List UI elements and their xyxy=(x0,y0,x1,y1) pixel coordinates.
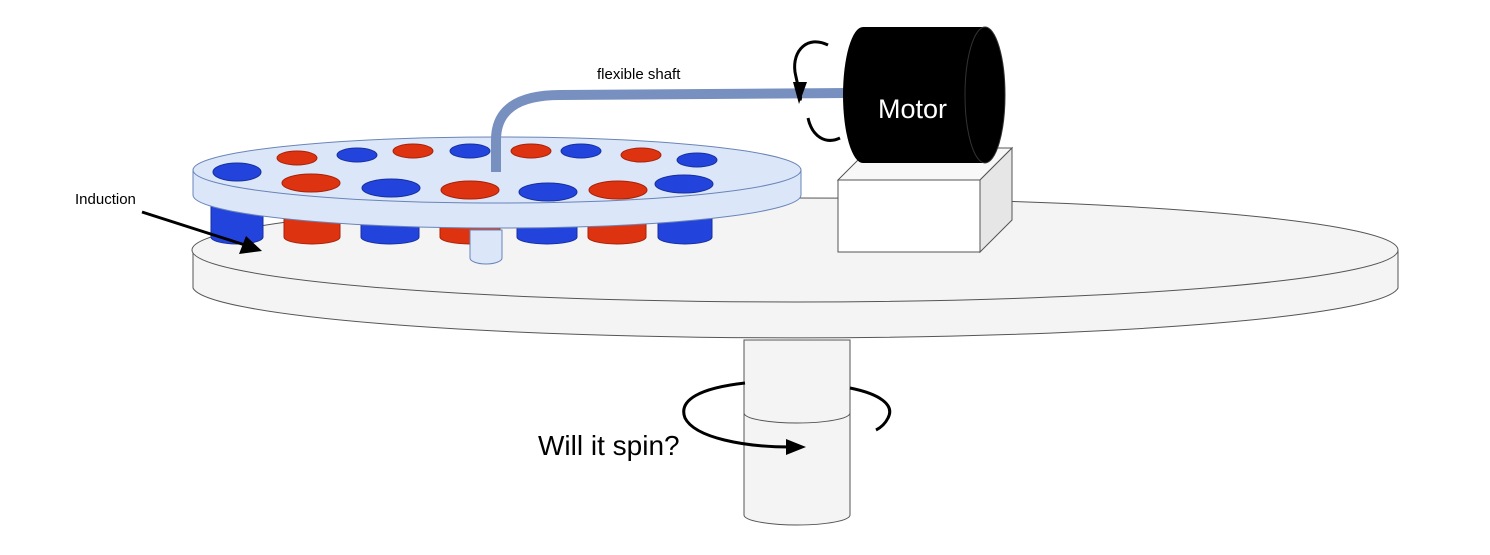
rotor-magnet xyxy=(560,143,602,159)
motor-label: Motor xyxy=(878,94,947,124)
rotor-magnet xyxy=(510,143,552,159)
rotor-magnet xyxy=(281,173,341,193)
flexible-shaft-label: flexible shaft xyxy=(597,66,681,83)
will-it-spin-label: Will it spin? xyxy=(538,430,680,461)
rotor-magnet xyxy=(276,150,318,166)
rotor-magnet xyxy=(654,174,714,194)
rotor-magnet xyxy=(449,143,491,159)
induction-label: Induction xyxy=(75,191,136,208)
rotor-magnet xyxy=(620,147,662,163)
motor xyxy=(843,26,1006,164)
rotor-magnet xyxy=(336,147,378,163)
rotor-magnet xyxy=(518,182,578,202)
rotor-magnet xyxy=(676,152,718,168)
rotor-axle xyxy=(469,229,503,265)
rotor-magnet xyxy=(440,180,500,200)
flexible-shaft xyxy=(491,88,849,172)
induction-arrow-icon xyxy=(141,210,262,254)
rotor-magnet xyxy=(212,162,262,182)
column-rotation-arrow-icon xyxy=(682,381,892,455)
rotor-magnet xyxy=(588,180,648,200)
rotor-top-magnets xyxy=(212,143,718,202)
motor-rotation-arrow-icon xyxy=(793,40,841,142)
motor-mount-box xyxy=(836,146,1014,254)
rotor-magnet xyxy=(392,143,434,159)
support-column xyxy=(743,339,851,526)
rotor-magnet xyxy=(361,178,421,198)
